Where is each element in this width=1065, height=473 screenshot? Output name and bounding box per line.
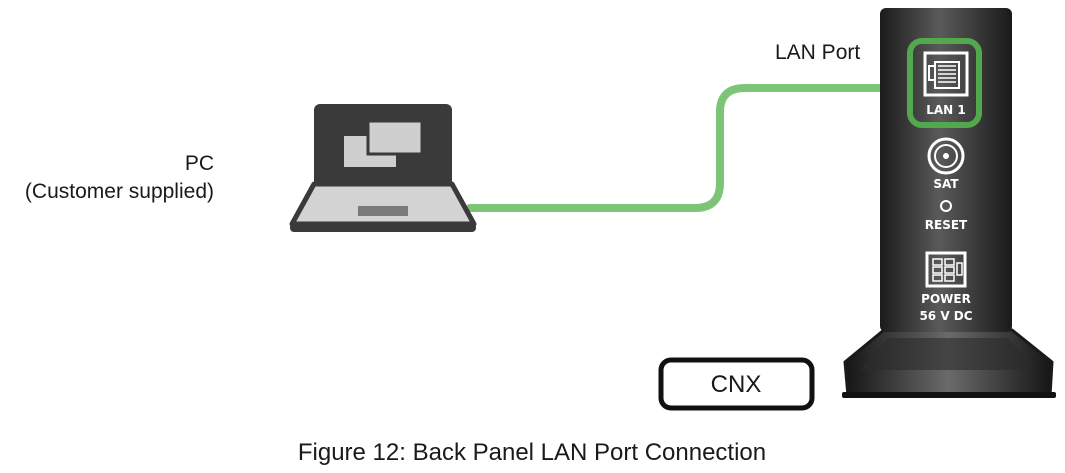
power-pin-2: [944, 258, 955, 266]
rj45-pins: [938, 65, 956, 83]
power-pin-3: [932, 266, 943, 274]
lan-port-highlight: [907, 38, 982, 128]
laptop-icon: [289, 104, 477, 232]
power-pin-4: [944, 266, 955, 274]
power-pin-5: [932, 274, 943, 282]
sat-connector-ring: [934, 144, 958, 168]
power-connector-icon[interactable]: [925, 251, 967, 288]
device-name-box: [658, 357, 815, 411]
power-connector-outline: [925, 251, 967, 288]
device-base-facet: [860, 338, 1036, 370]
laptop-base: [290, 223, 476, 232]
sat-connector-icon[interactable]: [927, 137, 965, 175]
power-pin-1: [932, 258, 943, 266]
window-front-icon: [366, 119, 424, 156]
lan-port-callout: LAN Port: [775, 41, 860, 64]
ethernet-cable: [466, 84, 920, 212]
power-voltage-label: 56 V DC: [919, 309, 972, 323]
device-tower: [880, 8, 1012, 332]
reset-label: RESET: [925, 218, 968, 232]
pc-supplied-label: (Customer supplied): [25, 180, 214, 203]
reset-button[interactable]: [940, 200, 952, 212]
laptop-touchpad: [358, 206, 408, 216]
cnx-device: LAN 1 SAT RESET POWER 56 V DC: [842, 8, 1056, 398]
figure-caption: Figure 12: Back Panel LAN Port Connectio…: [298, 439, 766, 466]
power-label: POWER: [921, 292, 971, 306]
power-pin-6: [944, 274, 955, 282]
sat-label: SAT: [933, 177, 959, 191]
laptop-keyboard-deck: [289, 181, 477, 227]
sat-connector-pin: [943, 153, 949, 159]
sat-connector-outer: [927, 137, 965, 175]
lan-port[interactable]: [923, 51, 969, 97]
lan-port-label: LAN 1: [926, 103, 966, 117]
device-name-label: CNX: [711, 371, 762, 398]
power-latch: [956, 262, 963, 276]
pc-label: PC: [185, 152, 214, 175]
rj45-socket-icon: [923, 51, 969, 97]
rj45-clip: [928, 65, 936, 81]
device-foot: [842, 392, 1056, 398]
